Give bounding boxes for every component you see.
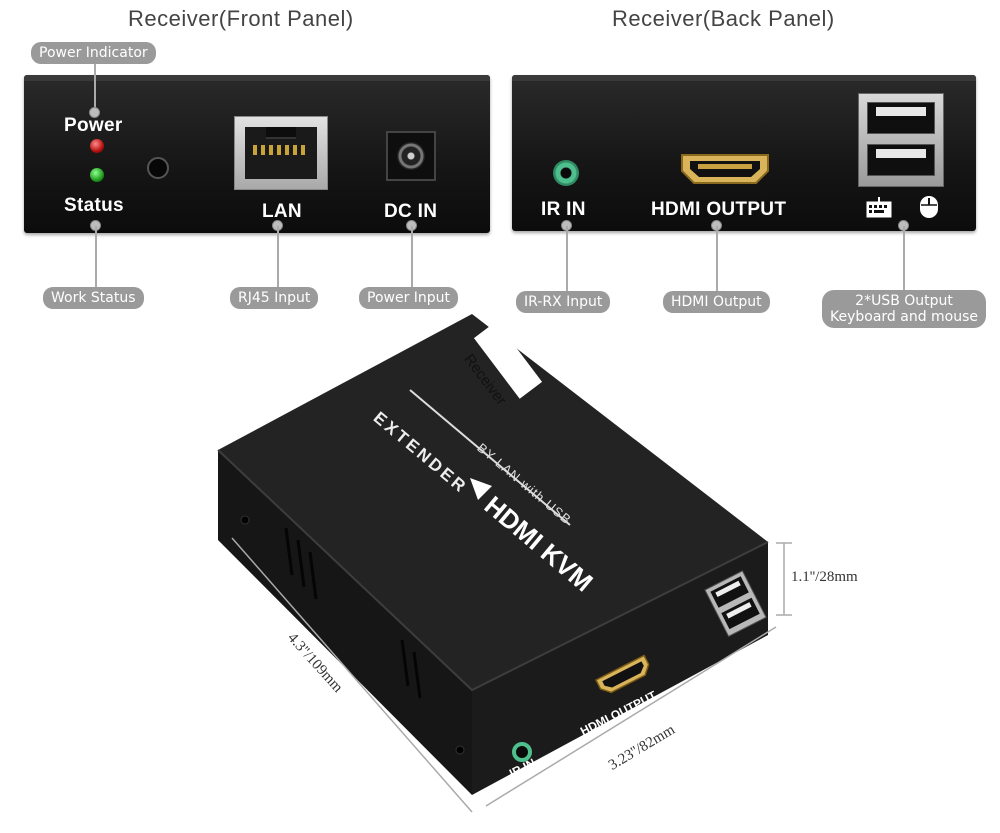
power-indicator-callout: Power Indicator [31,42,156,64]
reset-button-icon [147,157,169,179]
usb-output-callout-line1: 2*USB Output [855,293,953,309]
usb-output-callout-line2: Keyboard and mouse [830,309,979,325]
work-status-callout: Work Status [43,287,144,309]
callout-line [95,226,97,288]
front-ir-jack [512,742,532,762]
back-panel-title: Receiver(Back Panel) [612,6,835,31]
usb-output-callout: 2*USB Output Keyboard and mouse [822,290,987,328]
device-illustration [217,314,792,813]
callout-line [411,226,413,288]
keyboard-icon [866,197,892,218]
callout-dot [89,107,100,118]
hdmi-output-label: HDMI OUTPUT [651,199,787,220]
power-label: Power [64,115,123,136]
height-dimension: 1.1''/28mm [791,569,858,585]
mouse-icon [920,196,938,218]
ir-rx-input-callout: IR-RX Input [516,291,611,313]
hdmi-port-icon [681,154,769,184]
lan-label: LAN [262,201,302,222]
device-top-face [218,314,768,690]
status-label: Status [64,195,124,216]
callout-line [903,226,905,292]
receiver-sticker [473,321,543,399]
dc-jack-icon [386,131,436,181]
hdmi-output-callout: HDMI Output [663,291,770,313]
ir-in-label: IR IN [541,199,586,220]
callout-line [94,64,96,112]
red-led-icon [90,139,104,153]
usb-port-icon [858,93,944,187]
callout-line [566,226,568,292]
front-panel-title: Receiver(Front Panel) [128,6,354,31]
device-left-side [218,450,472,795]
callout-line [277,226,279,288]
green-led-icon [90,168,104,182]
front-hdmi-port [594,654,650,694]
rj45-input-callout: RJ45 Input [230,287,319,309]
ir-jack-icon [553,160,579,186]
dc-in-label: DC IN [384,201,438,222]
callout-line [716,226,718,292]
rj45-port-icon [234,116,328,190]
front-usb-stack [704,570,767,638]
power-input-callout: Power Input [359,287,459,309]
